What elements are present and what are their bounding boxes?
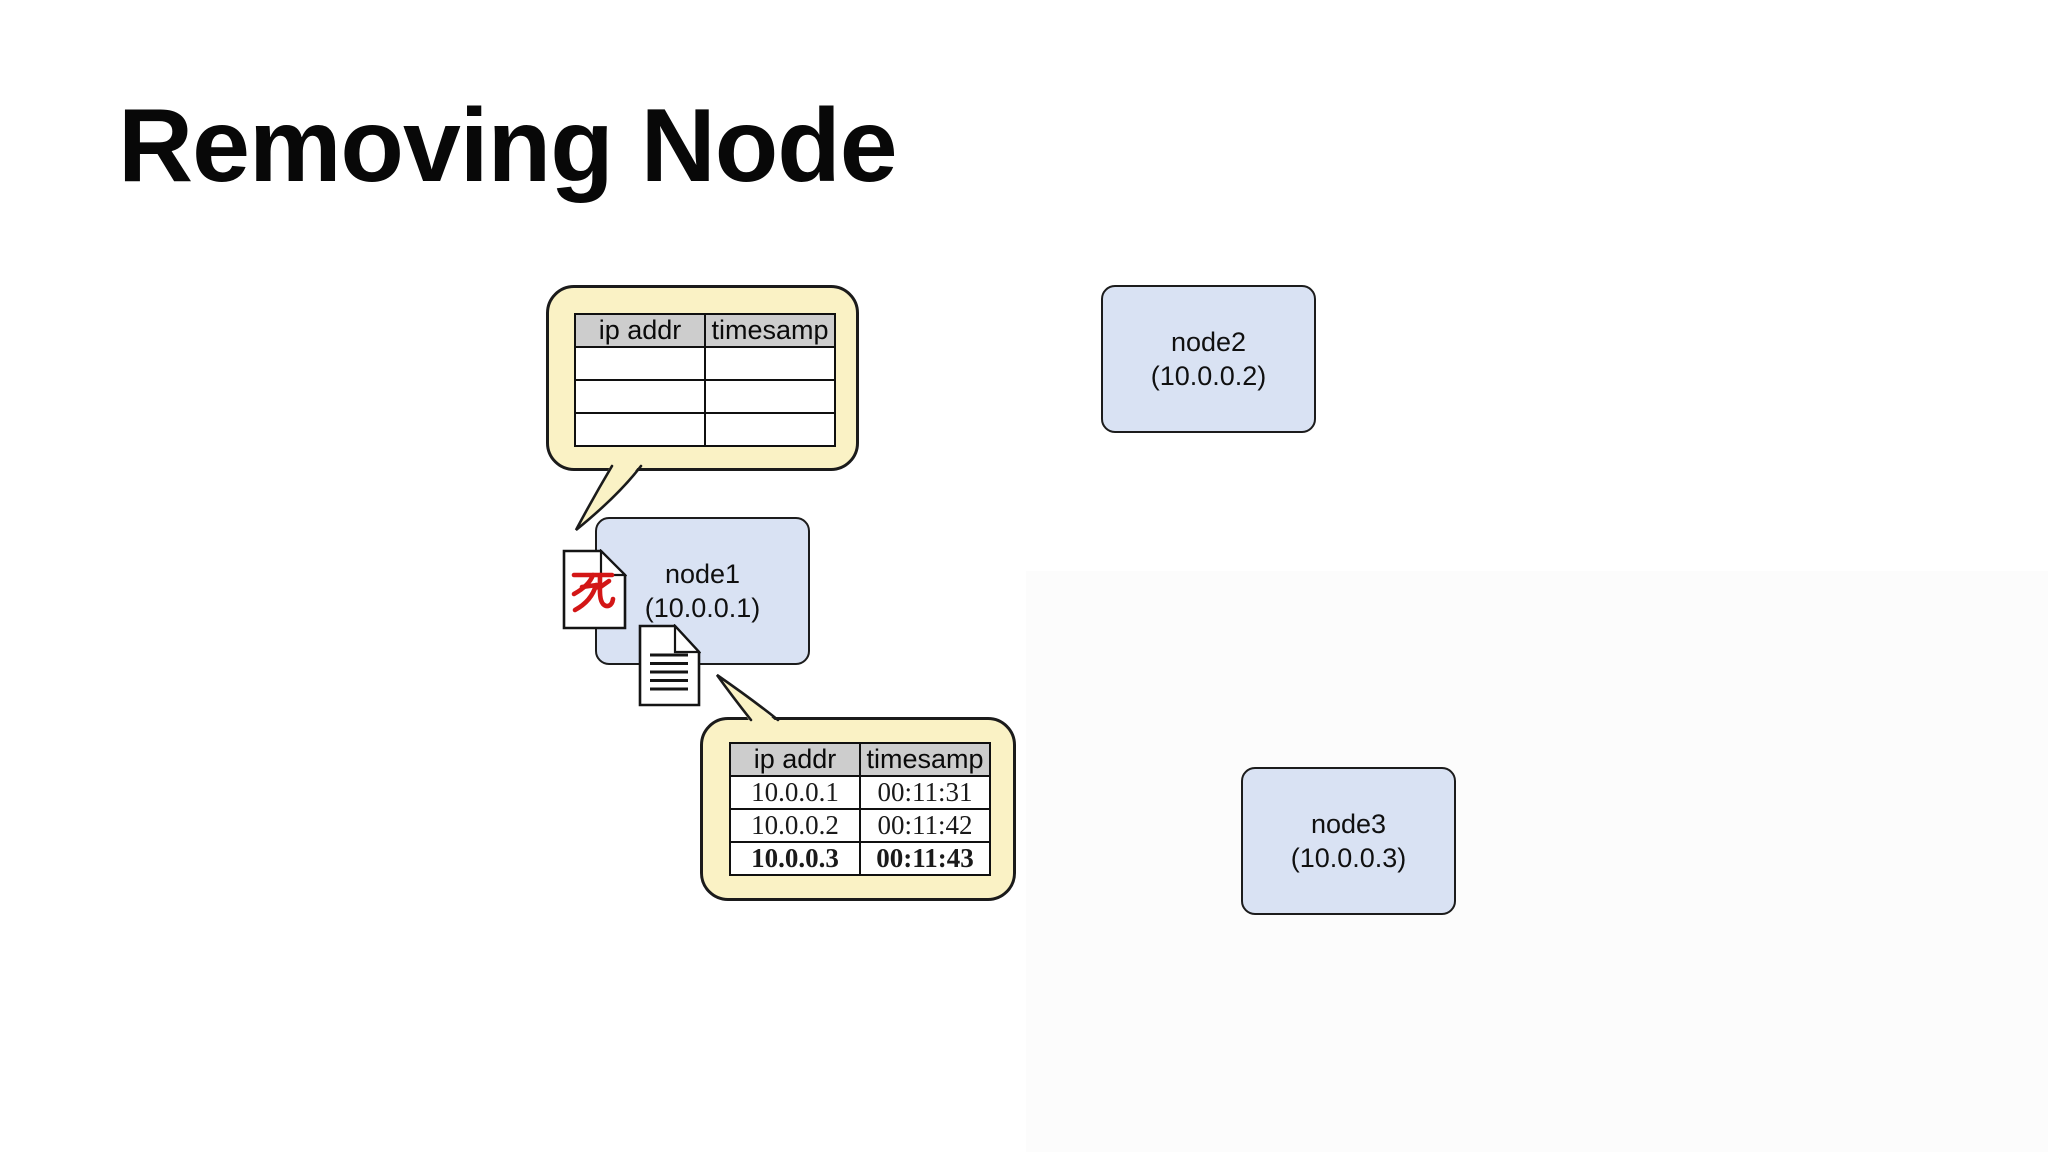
table-row [574,346,836,381]
node2-box: node2 (10.0.0.2) [1101,285,1316,433]
node3-box: node3 (10.0.0.3) [1241,767,1456,915]
node3-ip: (10.0.0.3) [1290,843,1407,873]
node2-ip: (10.0.0.2) [1150,361,1267,391]
cell-ip: 10.0.0.2 [729,808,861,843]
table-row-highlighted: 10.0.0.3 00:11:43 [729,841,991,876]
table-header-row: ip addr timesamp [729,742,991,777]
cell-time [704,379,836,414]
col-header-ip-addr: ip addr [729,742,861,777]
table-row: 10.0.0.1 00:11:31 [729,775,991,810]
node1-ip: (10.0.0.1) [644,593,761,623]
node3-label: node3 [1310,809,1387,839]
cell-time: 00:11:43 [859,841,991,876]
cell-time: 00:11:42 [859,808,991,843]
table-row [574,412,836,447]
cell-time: 00:11:31 [859,775,991,810]
cell-time [704,346,836,381]
death-kanji-icon [571,572,616,613]
cell-ip [574,412,706,447]
node2-label: node2 [1170,327,1247,357]
folded-corner-icon [673,624,701,654]
table-header-row: ip addr timesamp [574,313,836,348]
callout-empty-table: ip addr timesamp [546,285,859,471]
table-row [574,379,836,414]
document-text-lines-icon [650,653,688,691]
cell-time [704,412,836,447]
cell-ip [574,379,706,414]
callout-filled-table: ip addr timesamp 10.0.0.1 00:11:31 10.0.… [700,717,1016,901]
cell-ip: 10.0.0.1 [729,775,861,810]
slide-title: Removing Node [118,88,898,204]
callout-filled-tail-icon [715,673,780,723]
gossip-table-empty: ip addr timesamp [574,313,836,447]
cell-ip: 10.0.0.3 [729,841,861,876]
dead-document-icon [562,549,627,630]
col-header-timesamp: timesamp [704,313,836,348]
gossip-table-filled: ip addr timesamp 10.0.0.1 00:11:31 10.0.… [729,742,991,876]
node1-label: node1 [664,559,741,589]
folded-corner-icon [599,549,627,577]
log-document-icon [638,624,701,707]
node1-box: node1 (10.0.0.1) [595,517,810,665]
table-row: 10.0.0.2 00:11:42 [729,808,991,843]
cell-ip [574,346,706,381]
background-shade-panel [1026,571,2048,1152]
col-header-timesamp: timesamp [859,742,991,777]
col-header-ip-addr: ip addr [574,313,706,348]
